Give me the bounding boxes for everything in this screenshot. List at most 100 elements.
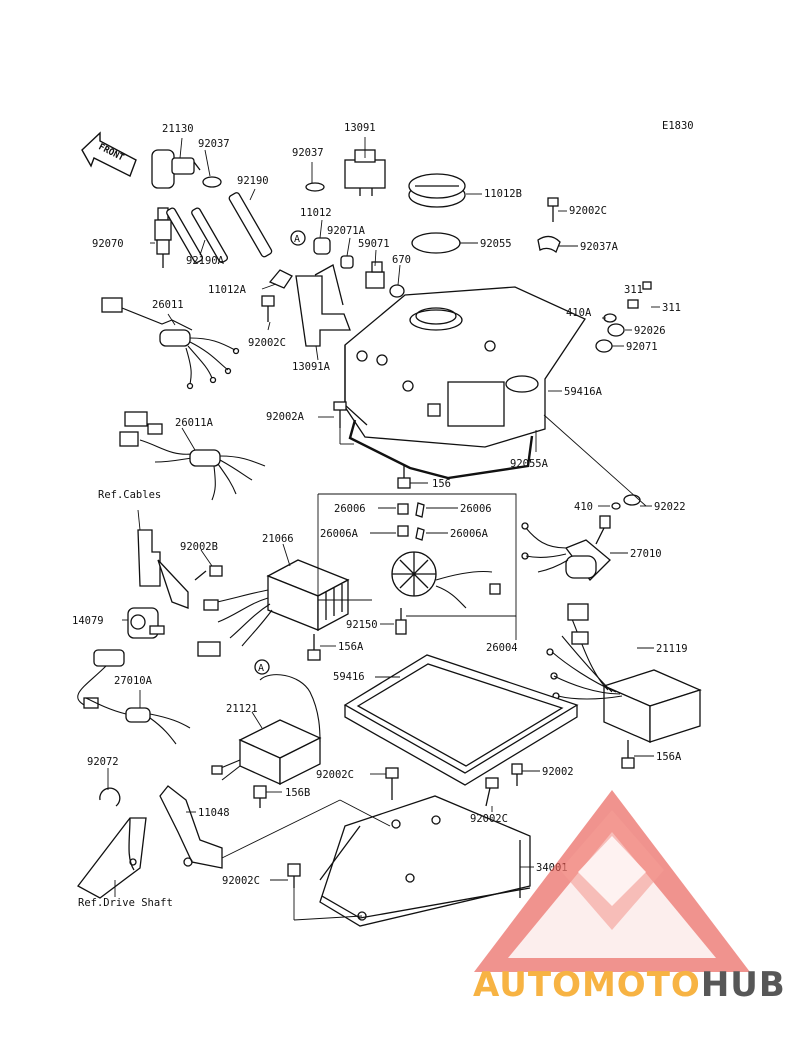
- small-parts-311: [627, 281, 652, 309]
- label-13091: 13091: [344, 122, 376, 134]
- tube-92190A: [166, 207, 229, 264]
- bolt-156A-mid: [307, 634, 321, 661]
- label-92037A: 92037A: [580, 241, 619, 253]
- clip-92072: [99, 787, 121, 807]
- label-26004: 26004: [486, 642, 518, 654]
- label-92071A: 92071A: [327, 225, 366, 237]
- bracket-ref-drive-shaft: [77, 817, 147, 899]
- label-ref-cables: Ref.Cables: [98, 489, 161, 501]
- label-410: 410: [574, 501, 593, 513]
- cap-11012B: [408, 173, 466, 208]
- fuse-holder-26004: [391, 551, 501, 609]
- label-156B: 156B: [285, 787, 310, 799]
- label-13091A: 13091A: [292, 361, 331, 373]
- harness-26011: [101, 297, 240, 390]
- harness-26011A: [119, 411, 266, 501]
- leader-lines: [107, 137, 660, 921]
- grommet-92071: [595, 339, 613, 353]
- washer-410: [611, 502, 621, 510]
- label-ref-drive-shaft: Ref.Drive Shaft: [78, 897, 173, 909]
- label-156A-mid: 156A: [338, 641, 364, 653]
- terminal-26006: [397, 502, 425, 518]
- switch-14079: [127, 607, 165, 639]
- bolt-156A-right: [621, 740, 635, 769]
- label-92190: 92190: [237, 175, 269, 187]
- o-ring-92055: [411, 232, 461, 254]
- label-27010A: 27010A: [114, 675, 153, 687]
- base-plate-34001: [319, 795, 531, 927]
- label-92150: 92150: [346, 619, 378, 631]
- label-11048: 11048: [198, 807, 230, 819]
- label-26006-a: 26006: [334, 503, 366, 515]
- label-92022: 92022: [654, 501, 686, 513]
- label-11012A: 11012A: [208, 284, 247, 296]
- label-27010: 27010: [630, 548, 662, 560]
- clamp-92037A: [537, 235, 561, 254]
- watermark-text-automoto: AUTOMOTO: [473, 965, 701, 1005]
- front-arrow-icon: FRONT: [81, 131, 137, 177]
- bolt-92002B: [194, 565, 223, 581]
- label-92002B: 92002B: [180, 541, 218, 553]
- watermark-text-hub: HUB: [701, 965, 786, 1005]
- label-311-b: 311: [662, 302, 681, 314]
- spark-plug-92070: [154, 207, 172, 268]
- cover-59416: [343, 654, 579, 786]
- label-92070: 92070: [92, 238, 124, 250]
- regulator-21066: [197, 559, 350, 657]
- bracket-ref-cables: [137, 529, 189, 609]
- gasket-92055A: [348, 419, 534, 480]
- label-670: 670: [392, 254, 411, 266]
- bracket-13091A: [268, 264, 351, 347]
- label-92037-mid: 92037: [292, 147, 324, 159]
- switch-27010A: [77, 649, 191, 745]
- part-labels: 21130 92037 13091 92037 92190 11012B 920…: [72, 122, 688, 909]
- label-26011A: 26011A: [175, 417, 214, 429]
- fitting-59071: [365, 261, 385, 289]
- grommet-11012: A: [290, 230, 331, 255]
- grommet-92026: [607, 323, 625, 337]
- label-311-a: 311: [624, 284, 643, 296]
- label-21130: 21130: [162, 123, 194, 135]
- label-92190A: 92190A: [186, 255, 225, 267]
- bolt-92002: [511, 763, 523, 786]
- cdi-unit-21119: [546, 603, 702, 743]
- tube-92190: [228, 192, 273, 258]
- label-92002C-bottom: 92002C: [222, 875, 260, 887]
- label-156A-right: 156A: [656, 751, 682, 763]
- label-92002C-top: 92002C: [569, 205, 607, 217]
- label-59416: 59416: [333, 671, 365, 683]
- label-21119: 21119: [656, 643, 688, 655]
- bracket-11048: [159, 785, 223, 869]
- label-26006A-b: 26006A: [450, 528, 489, 540]
- svg-text:AUTOMOTOHUB: AUTOMOTOHUB: [473, 965, 786, 1005]
- electric-case-59416A: [344, 286, 586, 448]
- ignition-coil-21121: A: [211, 659, 322, 786]
- bolt-92002C-top: [547, 197, 559, 222]
- plug-cap-21130: [151, 149, 201, 189]
- bolt-92002C-mid: [261, 295, 275, 322]
- label-92071: 92071: [626, 341, 658, 353]
- clip-92037-top: [202, 176, 222, 188]
- label-59071: 59071: [358, 238, 390, 250]
- o-ring-670: [389, 284, 405, 298]
- bolt-92002C-low2: [485, 777, 499, 807]
- label-92002C-low: 92002C: [316, 769, 354, 781]
- grommet-92022: [623, 494, 641, 506]
- bolt-92150: [395, 608, 407, 635]
- bolt-92002A: [333, 401, 347, 428]
- label-11012: 11012: [300, 207, 332, 219]
- watermark-logo: AUTOMOTOHUB: [473, 790, 786, 1005]
- label-21066: 21066: [262, 533, 294, 545]
- switch-27010: [521, 515, 611, 581]
- callout-a-top: A: [294, 234, 300, 245]
- label-92026: 92026: [634, 325, 666, 337]
- label-92002A: 92002A: [266, 411, 305, 423]
- triangle-logo-icon: [474, 790, 750, 972]
- grommet-92071A: [340, 255, 354, 269]
- terminal-26006A: [397, 525, 425, 541]
- label-59416A: 59416A: [564, 386, 603, 398]
- bolt-92002C-bottom: [287, 863, 301, 888]
- clip-92037-mid: [305, 182, 325, 192]
- label-26011: 26011: [152, 299, 184, 311]
